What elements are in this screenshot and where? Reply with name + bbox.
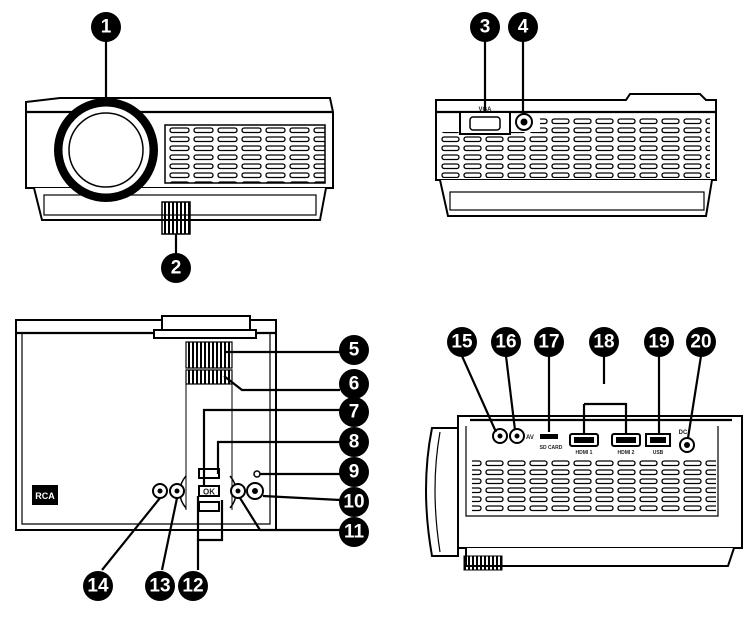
callout-16: 16 (491, 327, 521, 357)
callout-3-label: 3 (480, 17, 491, 38)
callout-20-label: 20 (690, 332, 711, 353)
sd-card-slot[interactable] (540, 434, 558, 439)
top-view: RCA OK (15, 315, 341, 571)
sd-card-label: SD CARD (540, 445, 563, 451)
callout-16-label: 16 (495, 332, 516, 353)
callout-19-label: 19 (648, 332, 669, 353)
focus-wheel[interactable] (185, 341, 233, 369)
callout-11-label: 11 (344, 522, 365, 543)
ok-button-label: OK (203, 488, 215, 497)
callout-7-label: 7 (349, 402, 360, 423)
callout-8-label: 8 (349, 432, 360, 453)
callout-8: 8 (339, 427, 369, 457)
callout-9: 9 (339, 457, 369, 487)
ok-button[interactable] (198, 485, 220, 497)
callout-18: 18 (589, 327, 619, 357)
side-view: AV SD CARD HDMI 1 HDMI 2 USB DC (425, 355, 743, 571)
av-label: AV (526, 435, 534, 441)
callout-17-label: 17 (538, 332, 559, 353)
callout-17: 17 (534, 327, 564, 357)
callout-4-label: 4 (518, 17, 529, 38)
callout-5: 5 (339, 335, 369, 365)
callout-6-label: 6 (349, 374, 360, 395)
callout-4: 4 (508, 12, 538, 42)
down-button[interactable] (198, 501, 220, 512)
callout-13-label: 13 (149, 576, 170, 597)
callout-11: 11 (339, 517, 369, 547)
brand-logo: RCA (35, 491, 55, 501)
callout-6: 6 (339, 369, 369, 399)
indicator-light (253, 470, 261, 478)
callout-15: 15 (447, 327, 477, 357)
focus-knob[interactable] (161, 201, 191, 235)
callout-13: 13 (145, 571, 175, 601)
callout-15-label: 15 (451, 332, 473, 353)
lens (68, 112, 144, 188)
up-button[interactable] (198, 468, 220, 479)
rca-logo-badge (32, 485, 58, 505)
callout-2-label: 2 (171, 258, 182, 279)
callout-7: 7 (339, 397, 369, 427)
callout-3: 3 (470, 12, 500, 42)
callout-12-label: 12 (182, 576, 203, 597)
callout-14: 14 (83, 571, 113, 601)
front-view (25, 40, 334, 256)
callout-1: 1 (91, 12, 121, 42)
callout-2: 2 (161, 253, 191, 283)
callout-10: 10 (339, 487, 369, 517)
callout-10-label: 10 (343, 492, 364, 513)
callout-20: 20 (686, 327, 716, 357)
usb-label: USB (653, 450, 664, 456)
hdmi-2-label: HDMI 2 (618, 450, 635, 456)
back-view: VGA (435, 40, 717, 217)
dc-label: DC (679, 430, 688, 436)
callout-5-label: 5 (349, 340, 360, 361)
callout-9-label: 9 (349, 462, 360, 483)
keystone-wheel[interactable] (185, 369, 233, 385)
hdmi-1-label: HDMI 1 (576, 450, 593, 456)
callout-18-label: 18 (593, 332, 614, 353)
callout-14-label: 14 (87, 576, 109, 597)
callout-1-label: 1 (101, 17, 112, 38)
callout-19: 19 (644, 327, 674, 357)
callout-12: 12 (178, 571, 208, 601)
